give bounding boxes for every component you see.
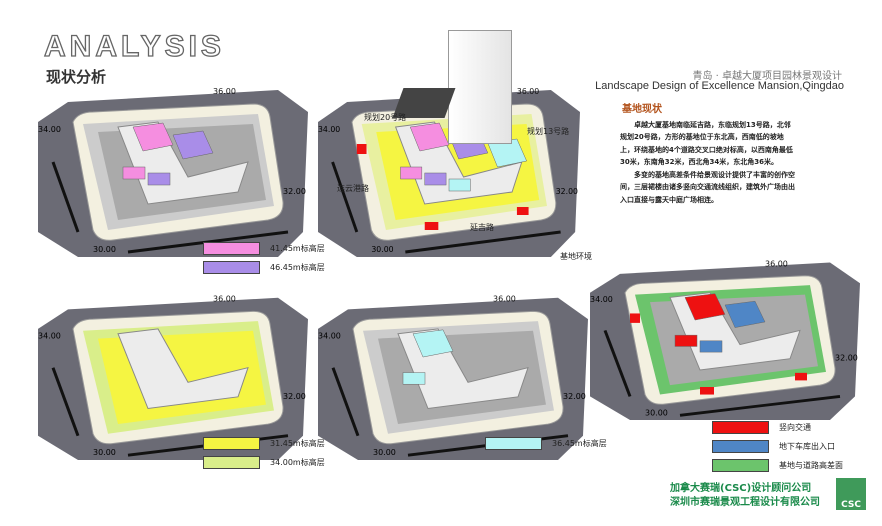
highlight-area [684, 293, 726, 321]
elevation-nw: 34.00 [590, 295, 613, 304]
highlight-area [172, 130, 214, 160]
highlight-area [132, 122, 174, 152]
stair-block [516, 207, 529, 215]
legend-plan4: 36.45m标高层 [485, 437, 607, 450]
elevation-se: 32.00 [283, 187, 306, 196]
elevation-nw: 34.00 [38, 125, 61, 134]
csc-logo: CSC [836, 478, 866, 510]
tower-block [448, 30, 512, 144]
elevation-sw: 30.00 [93, 245, 116, 254]
company-line2: 深圳市赛瑞景观工程设计有限公司 [670, 497, 820, 508]
legend-swatch [203, 261, 260, 274]
legend-label: 41.45m标高层 [270, 244, 325, 253]
legend-label: 31.45m标高层 [270, 439, 325, 448]
project-title-en: Landscape Design of Excellence Mansion,Q… [595, 80, 844, 92]
legend-label: 36.45m标高层 [552, 439, 607, 448]
legend-item: 41.45m标高层 [203, 242, 325, 255]
highlight-area [147, 172, 171, 186]
slope-arrow [331, 367, 360, 437]
highlight-area [412, 329, 454, 358]
legend-swatch [712, 440, 769, 453]
legend-label: 竖向交通 [779, 423, 811, 432]
site-description-heading: 基地现状 [622, 104, 662, 115]
highlight-area [724, 300, 766, 328]
highlight-area [699, 340, 723, 353]
elevation-se: 32.00 [556, 187, 578, 196]
legend-swatch [485, 437, 542, 450]
stair-block [795, 372, 807, 381]
legend-item: 基地与道路高差面 [712, 459, 843, 472]
road-label-west: 连云港路 [337, 184, 369, 193]
elevation-ne: 36.00 [517, 87, 539, 96]
slope-arrow [679, 395, 841, 417]
elevation-nw: 34.00 [38, 332, 61, 341]
stair-block [700, 387, 714, 395]
legend-swatch [712, 459, 769, 472]
legend-label: 基地与道路高差面 [779, 461, 843, 470]
board-title: ANALYSIS [43, 29, 225, 63]
site-description: 基地现状 卓越大厦基地南临延吉路，东临规划13号路，北邻规划20号路，方形的基地… [620, 104, 796, 206]
elevation-ne: 36.00 [765, 260, 788, 269]
site-plan-4: 36.00 34.00 32.00 30.00 [318, 290, 588, 460]
elevation-ne: 36.00 [213, 295, 236, 304]
legend-label: 46.45m标高层 [270, 263, 325, 272]
road-label-north: 规划20号路 [364, 113, 407, 122]
highlight-area [409, 122, 450, 152]
company-line1: 加拿大赛瑞(CSC)设计顾问公司 [670, 483, 812, 494]
environment-label: 基地环境 [560, 252, 592, 261]
stair-block [424, 222, 439, 230]
site-plan-1: 36.00 34.00 32.00 30.00 [38, 82, 308, 257]
highlight-area [448, 178, 471, 192]
legend-item: 34.00m标高层 [203, 456, 325, 469]
road-label-east: 规划13号路 [527, 127, 570, 136]
elevation-sw: 30.00 [93, 448, 116, 457]
slope-arrow [331, 161, 359, 233]
legend-label: 34.00m标高层 [270, 458, 325, 467]
site-description-para2: 多变的基地高差条件给景观设计提供了丰富的创作空间，三层裙楼由诸多竖向交通流线组织… [620, 170, 795, 204]
slope-arrow [51, 367, 80, 437]
company-names: 加拿大赛瑞(CSC)设计顾问公司 深圳市赛瑞景观工程设计有限公司 [670, 482, 820, 510]
legend-swatch [203, 242, 260, 255]
site-plan-5: 36.00 34.00 32.00 30.00 [590, 255, 860, 420]
elevation-se: 32.00 [283, 392, 306, 401]
legend-item: 36.45m标高层 [485, 437, 607, 450]
elevation-nw: 34.00 [318, 332, 341, 341]
elevation-se: 32.00 [835, 354, 858, 363]
project-title-cn: 青岛 · 卓越大厦项目园林景观设计 [692, 71, 842, 82]
site-description-para1: 卓越大厦基地南临延吉路，东临规划13号路，北邻规划20号路，方形的基地位于东北高… [620, 120, 793, 167]
elevation-ne: 36.00 [493, 295, 516, 304]
elevation-se: 32.00 [563, 392, 586, 401]
elevation-nw: 34.00 [318, 125, 340, 134]
site-plan-3: 36.00 34.00 32.00 30.00 [38, 290, 308, 460]
legend-plan3: 31.45m标高层 34.00m标高层 [203, 437, 325, 469]
legend-item: 31.45m标高层 [203, 437, 325, 450]
building-podium [117, 328, 249, 410]
legend-plan5: 竖向交通 地下车库出入口 基地与道路高差面 [712, 421, 843, 472]
legend-label: 地下车库出入口 [779, 442, 835, 451]
legend-plan1: 41.45m标高层 46.45m标高层 [203, 242, 325, 274]
elevation-sw: 30.00 [371, 245, 393, 254]
highlight-area [400, 166, 423, 180]
legend-item: 46.45m标高层 [203, 261, 325, 274]
elevation-sw: 30.00 [373, 448, 396, 457]
slope-arrow [603, 329, 632, 397]
board-subtitle: 现状分析 [46, 68, 107, 86]
stair-block [356, 144, 367, 154]
slope-arrow [405, 230, 561, 254]
legend-swatch [712, 421, 769, 434]
stair-block [630, 313, 640, 323]
elevation-sw: 30.00 [645, 408, 668, 417]
highlight-area [122, 166, 146, 180]
highlight-area [674, 334, 698, 347]
highlight-area [402, 372, 426, 385]
legend-swatch [203, 437, 260, 450]
road-label-south: 延吉路 [470, 223, 494, 232]
legend-swatch [203, 456, 260, 469]
elevation-ne: 36.00 [213, 87, 236, 96]
highlight-area [424, 172, 447, 186]
legend-item: 竖向交通 [712, 421, 843, 434]
slope-arrow [51, 161, 80, 233]
legend-item: 地下车库出入口 [712, 440, 843, 453]
